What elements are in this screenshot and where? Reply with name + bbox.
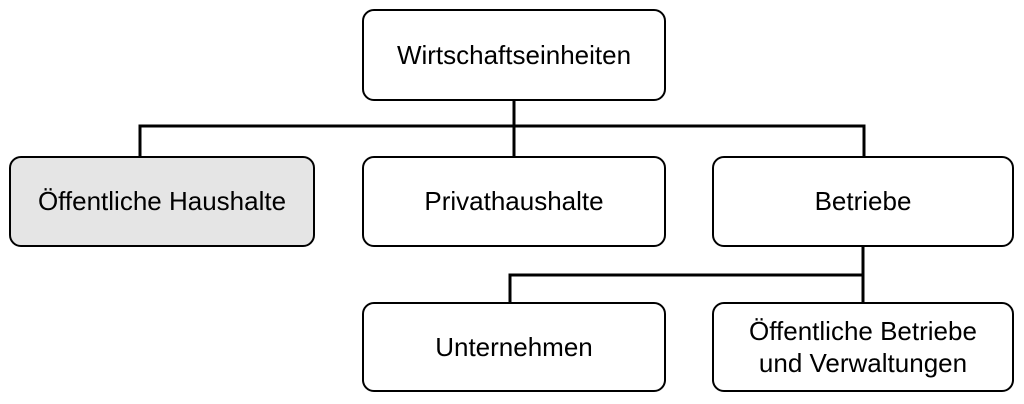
node-unternehmen: Unternehmen — [362, 302, 666, 392]
node-label: Unternehmen — [435, 331, 593, 362]
node-oeffentliche-betriebe-und-verwaltungen: Öffentliche Betriebe und Verwaltungen — [712, 302, 1014, 392]
node-oeffentliche-haushalte: Öffentliche Haushalte — [9, 156, 315, 247]
node-wirtschaftseinheiten: Wirtschaftseinheiten — [362, 9, 666, 101]
node-label: Öffentliche Haushalte — [37, 186, 287, 217]
node-privathaushalte: Privathaushalte — [362, 156, 666, 247]
node-label: Betriebe — [814, 186, 912, 217]
node-label: Öffentliche Betriebe und Verwaltungen — [749, 315, 977, 379]
node-label: Privathaushalte — [424, 186, 604, 217]
edge-root-children-bus — [138, 124, 866, 156]
edge-betriebe-unternehmen — [508, 273, 863, 302]
node-label: Wirtschaftseinheiten — [396, 39, 632, 70]
node-betriebe: Betriebe — [712, 156, 1014, 247]
